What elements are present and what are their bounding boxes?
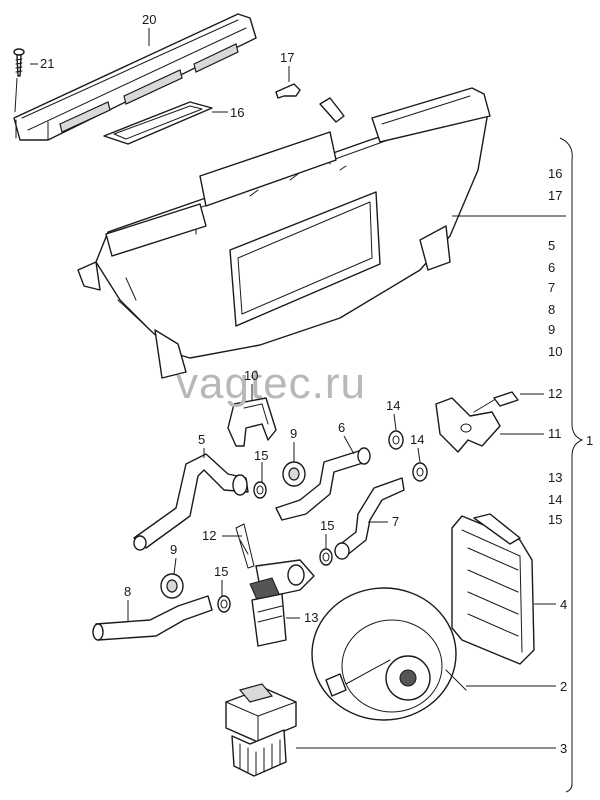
leader-lines [30,28,566,749]
part-16-gasket [103,101,213,145]
part-12-bolt-right [473,391,519,413]
part-15-oring-upper [253,481,267,499]
callout-21: 21 [40,56,54,71]
part-17-clip [275,83,301,99]
part-15-oring-lower [217,595,231,613]
part-12-clip-left [235,523,255,569]
part-10-bracket [227,397,277,447]
part-14-oring-b [412,462,428,482]
callout-12-left: 12 [202,528,216,543]
group-1-item-10: 10 [548,344,562,359]
group-1-item-9: 9 [548,322,555,337]
heater-housing [77,87,491,379]
callout-20: 20 [142,12,156,27]
callout-15-upper: 15 [254,448,268,463]
callout-10: 10 [244,368,258,383]
callout-15-lower: 15 [214,564,228,579]
part-7-hose [334,477,405,560]
group-1-item-5: 5 [548,238,555,253]
callout-11: 11 [548,426,562,441]
callout-labels: 20 21 17 16 10 5 9 15 6 14 14 12 11 12 7… [40,12,567,756]
part-4-heat-exchanger [451,513,535,665]
callout-6: 6 [338,420,345,435]
part-8-pipe [92,595,213,641]
callout-14-a: 14 [386,398,400,413]
callout-2: 2 [560,679,567,694]
part-13-valve [249,559,315,647]
part-14-oring-a [388,430,404,450]
group-1-item-16: 16 [548,166,562,181]
group-bracket [559,137,584,793]
part-9-grommet-lower [160,573,184,599]
callout-14-b: 14 [410,432,424,447]
group-1-item-14: 14 [548,492,562,507]
part-15-oring-middle [319,548,333,566]
callout-4: 4 [560,597,567,612]
group-1-items: 16 17 5 6 7 8 9 10 12 11 13 14 15 [548,166,562,527]
callout-5: 5 [198,432,205,447]
part-20-air-duct [13,13,257,141]
callout-7: 7 [392,514,399,529]
callout-8: 8 [124,584,131,599]
group-1-item-13: 13 [548,470,562,485]
group-1-item-17: 17 [548,188,562,203]
part-9-grommet-upper [282,461,306,487]
group-1-item-6: 6 [548,260,555,275]
callout-17: 17 [280,50,294,65]
callout-15-middle: 15 [320,518,334,533]
group-1-item-7: 7 [548,280,555,295]
callout-9-upper: 9 [290,426,297,441]
callout-9-lower: 9 [170,542,177,557]
callout-3: 3 [560,741,567,756]
watermark: vagtec.ru [176,359,366,408]
part-21-screw [13,48,25,113]
callout-12-right: 12 [548,386,562,401]
part-11-clamp [435,397,501,453]
callout-16: 16 [230,105,244,120]
part-6-hose [275,447,371,521]
group-1-item-15: 15 [548,512,562,527]
group-1-label: 1 [586,433,593,448]
callout-13: 13 [304,610,318,625]
group-1-item-8: 8 [548,302,555,317]
part-2-blower [311,587,467,721]
part-3-resistor [225,683,297,777]
part-5-hose [133,453,249,551]
